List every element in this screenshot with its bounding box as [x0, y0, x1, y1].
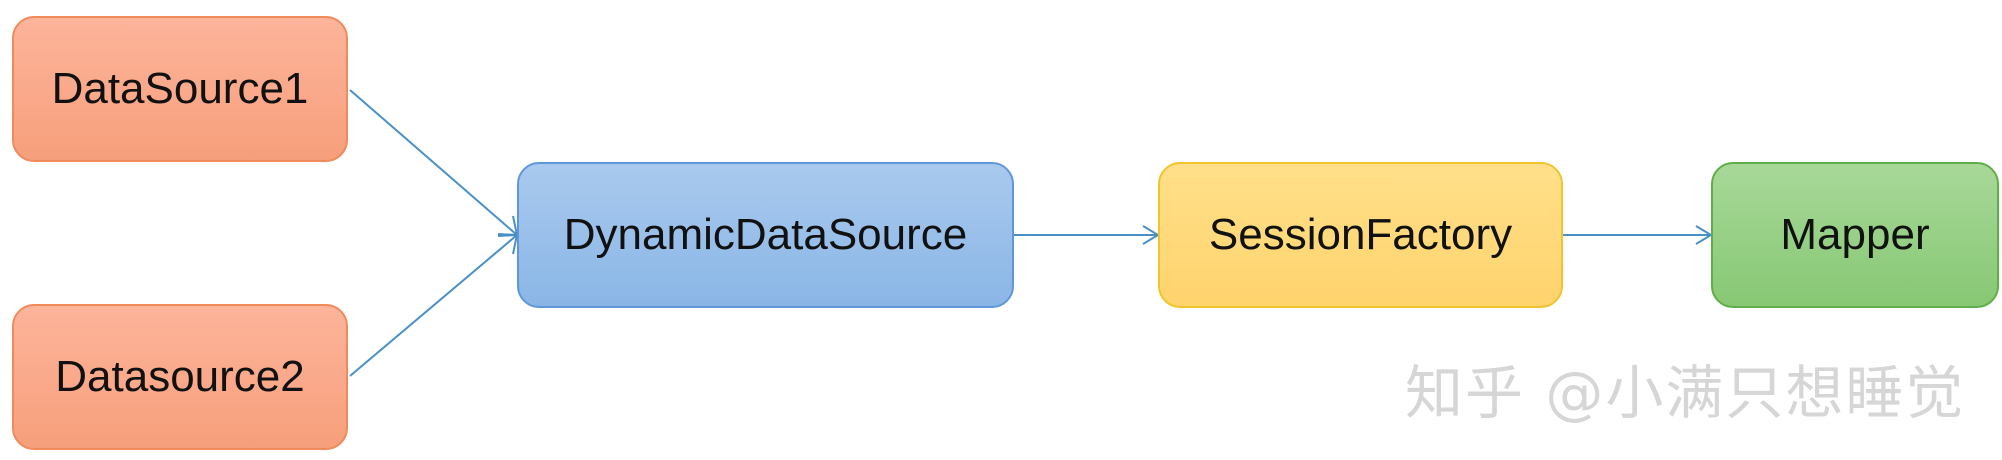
datasource1-label: DataSource1 [51, 64, 309, 113]
datasource2-node: Datasource2 [12, 304, 348, 450]
datasource2-label: Datasource2 [55, 352, 305, 401]
session-factory-label: SessionFactory [1208, 210, 1513, 259]
connector-ds1-to-dynamic [349, 89, 518, 236]
dynamic-datasource-label: DynamicDataSource [563, 210, 968, 259]
mapper-node: Mapper [1711, 162, 1999, 308]
dynamic-datasource-node: DynamicDataSource [517, 162, 1014, 308]
watermark: 知乎 @小满只想睡觉 [1405, 359, 1966, 427]
mapper-label: Mapper [1780, 210, 1930, 259]
datasource1-node: DataSource1 [12, 16, 348, 162]
connector-ds2-to-dynamic [349, 234, 518, 377]
session-factory-node: SessionFactory [1158, 162, 1563, 308]
